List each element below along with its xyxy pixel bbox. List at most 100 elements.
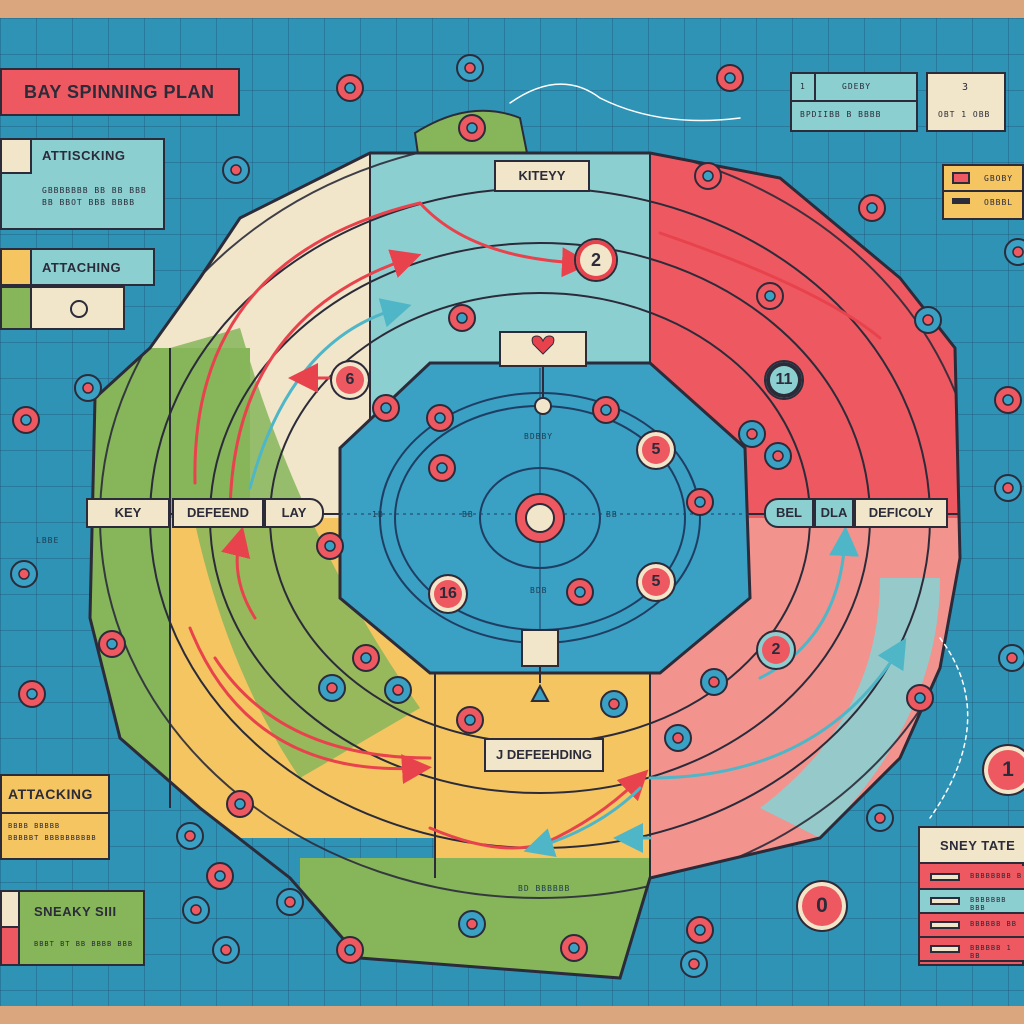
page-title: BAY SPINNING PLAN [24, 82, 215, 102]
spinner-token-core [464, 714, 476, 726]
arrow-right-top [658, 231, 882, 340]
attacking-text-2: BBBBBT BBBBBBBBBB [8, 834, 97, 842]
legend-row2-label: BPDIIBB B BBBB [800, 110, 882, 119]
arrow-right-sweep [648, 637, 907, 780]
spinner-token-core [344, 944, 356, 956]
title-panel: BAY SPINNING PLAN [0, 68, 240, 116]
spinner-token-core [380, 402, 392, 414]
spinner-token-core [20, 414, 32, 426]
attacking-text-1: BBBB BBBBB [8, 822, 61, 830]
spinner-token-core [436, 462, 448, 474]
sneaky-text: BBBT BT BB BBBB BBB [34, 940, 134, 948]
marker-m-left[interactable]: 6 [330, 360, 370, 400]
heart-icon [531, 335, 555, 355]
sney-panel: SNEY TATE BBBBBBBB B BBBBBBB BBB BBBBBB BB… [918, 826, 1024, 966]
circle-icon [70, 300, 88, 318]
marker-m-right-top[interactable]: 11 [764, 360, 804, 400]
ring-mark-1: 1B [372, 510, 384, 519]
spinner-token-core [874, 812, 886, 824]
spinner-token-core [1006, 652, 1018, 664]
spinner-token-core [1012, 246, 1024, 258]
spinner-token-core [230, 164, 242, 176]
spinner-tokens [10, 54, 1024, 978]
defending-text: DEFEEHDING [506, 747, 593, 762]
arrow-bottom-sweep [188, 626, 432, 785]
sney-row: BBBBBB BB [920, 914, 1024, 938]
legend-row1-label: GDEBY [842, 82, 872, 91]
spinner-token-core [688, 958, 700, 970]
zone-label-dla: DLA [814, 498, 854, 528]
spinner-token-core [214, 870, 226, 882]
defending-prefix: J [495, 747, 504, 762]
sney-title: SNEY TATE [940, 838, 1016, 853]
arrow-left-inner [228, 249, 422, 520]
legend-top-right: 1 GDEBY BPDIIBB B BBBB [790, 72, 918, 132]
spinner-token-core [1002, 482, 1014, 494]
spinner-token-core [326, 682, 338, 694]
spinner-token-core [234, 798, 246, 810]
spinner-token-core [600, 404, 612, 416]
arrow-top-deco [509, 83, 741, 122]
attaching-title: ATTACHING [42, 260, 122, 275]
arrow-bottom-inner [213, 656, 432, 760]
marker-m-bottom-right[interactable]: 0 [796, 880, 848, 932]
bottom-area-label: BD BBBBBB [518, 884, 571, 893]
spinner-token-core [324, 540, 336, 552]
marker-m-top-right[interactable]: 2 [574, 238, 618, 282]
spinner-token-core [672, 732, 684, 744]
marker-m-inner-bottom-left[interactable]: 16 [428, 574, 468, 614]
spinner-token-core [1002, 394, 1014, 406]
key-item-2: OBBBL [984, 198, 1014, 207]
spinner-token-core [284, 896, 296, 908]
sney-row-label: BBBBBB 1 BB [970, 944, 1012, 960]
spinner-token-core [392, 684, 404, 696]
sney-row-swatch [930, 921, 960, 929]
spinner-token-core [708, 676, 720, 688]
spinner-token-core [746, 428, 758, 440]
game-board: 2 6 11 5 5 16 2 1 0 BAY SPINNING PLAN ATTISCKING… [0, 18, 1024, 1006]
sney-row-swatch [930, 897, 960, 905]
sney-row-label: BBBBBBB BBB [970, 896, 1007, 912]
attisking-title: ATTISCKING [42, 148, 126, 163]
zone-label-kitey: KITEYY [494, 160, 590, 192]
arrow-far-right [929, 637, 969, 819]
spinner-token-core [702, 170, 714, 182]
sney-rows: BBBBBBBB B BBBBBBB BBB BBBBBB BB BBBBBB 1 B… [920, 866, 1024, 962]
marker-m-inner-bottom-right[interactable]: 5 [636, 562, 676, 602]
spinner-token-core [360, 652, 372, 664]
marker-m-far-right[interactable]: 1 [982, 744, 1024, 796]
marker-m-lower-right[interactable]: 2 [756, 630, 796, 670]
ring-mark-2: BB [462, 510, 474, 519]
legend-box-text: OBT 1 OBB [938, 110, 991, 119]
attacking-title: ATTACKING [8, 786, 93, 802]
spinner-token-core [694, 496, 706, 508]
attisking-panel: ATTISCKING GBBBBBBB BB BB BBB BB BBOT BB… [0, 138, 165, 230]
legend-row1-marker: 1 [800, 82, 806, 91]
spinner-token-core [18, 568, 30, 580]
zone-label-bel: BEL [764, 498, 814, 528]
sney-row: BBBBBBBB B [920, 866, 1024, 890]
spinner-token-core [922, 314, 934, 326]
sney-row-label: BBBBBBBB B [970, 872, 1023, 880]
spinner-token-core [344, 82, 356, 94]
spinner-token-core [866, 202, 878, 214]
spinner-token-core [82, 382, 94, 394]
arrow-top-loop [193, 201, 592, 485]
spinner-token-core [568, 942, 580, 954]
spinner-token-core [26, 688, 38, 700]
sney-row-swatch [930, 945, 960, 953]
spinner-token-core [608, 698, 620, 710]
legend-box-number: 3 [962, 82, 970, 93]
attisking-text-1: GBBBBBBB BB BB BBB [42, 186, 147, 195]
attisking-text-2: BB BBOT BBB BBBB [42, 198, 136, 207]
attaching-subpanel [0, 286, 125, 330]
legend-box: 3 OBT 1 OBB [926, 72, 1006, 132]
spinner-token-core [764, 290, 776, 302]
spinner-token-core [464, 62, 476, 74]
spinner-token-core [574, 586, 586, 598]
attaching-panel: ATTACHING [0, 248, 155, 286]
zone-label-deficolly: DEFICOLY [854, 498, 948, 528]
spinner-token-core [456, 312, 468, 324]
bottom-tag: BDB [530, 586, 548, 595]
marker-m-inner-right[interactable]: 5 [636, 430, 676, 470]
